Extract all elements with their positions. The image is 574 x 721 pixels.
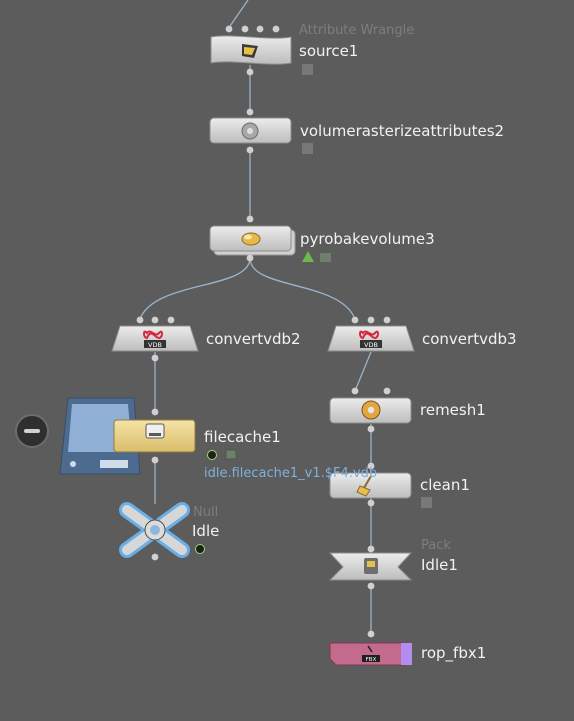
vdb-badge: VDB [364,341,378,349]
node-type-label: Null [193,505,219,520]
node-rop-fbx1[interactable]: FBX [329,630,412,666]
node-name-label[interactable]: convertvdb3 [422,330,517,348]
wire [354,351,372,392]
wire [249,257,356,320]
node-name-label[interactable]: clean1 [420,476,470,494]
lock-icon [225,449,237,460]
fbx-badge: FBX [366,657,377,663]
gear-icon [241,122,259,140]
display-flag[interactable] [401,643,412,665]
pack-icon [364,558,378,574]
flag-icon [421,497,432,508]
clock-icon [207,450,217,460]
donut-icon [361,400,381,420]
node-pack-idle1[interactable] [328,545,413,590]
node-convertvdb2[interactable]: VDB [111,316,199,362]
node-name-label[interactable]: filecache1 [204,428,281,446]
node-type-label: Attribute Wrangle [299,23,415,38]
node-filecache1[interactable] [59,397,237,475]
node-convertvdb3[interactable]: VDB [327,316,415,352]
node-name-label[interactable]: remesh1 [420,401,486,419]
vdb-badge: VDB [148,341,162,349]
broom-icon [356,475,372,497]
null-icon [119,502,190,561]
bake-icon [302,251,331,262]
node-null-idle[interactable] [119,502,205,561]
clock-icon [195,544,205,554]
node-name-label[interactable]: source1 [299,42,359,60]
node-name-label[interactable]: volumerasterizeattributes2 [300,122,505,140]
node-clean1[interactable] [329,462,412,507]
flag-icon [302,143,313,154]
node-name-label[interactable]: pyrobakevolume3 [300,230,435,248]
node-source1[interactable] [210,25,292,76]
node-pyrobakevolume3[interactable] [209,215,296,262]
node-name-label[interactable]: convertvdb2 [206,330,301,348]
vdb-icon: VDB [143,330,166,349]
fire-icon [241,232,261,246]
rop-icon: FBX [362,645,380,663]
zoom-out-button[interactable] [15,414,49,448]
wire [139,257,251,320]
node-remesh1[interactable] [329,387,412,433]
node-name-label[interactable]: Idle [192,522,220,540]
wires [139,0,372,633]
node-name-label[interactable]: Idle1 [421,556,458,574]
filecache-path: idle.filecache1_v1.$F4.vdb [204,466,378,481]
cache-icon [145,423,165,439]
node-name-label[interactable]: rop_fbx1 [421,644,487,662]
wrangle-icon [242,44,258,58]
wire [227,0,249,30]
node-type-label: Pack [421,538,451,553]
node-volumerasterizeattributes2[interactable] [209,108,292,154]
wrangle-flag-icon [302,64,313,75]
vdb-icon: VDB [359,330,382,349]
